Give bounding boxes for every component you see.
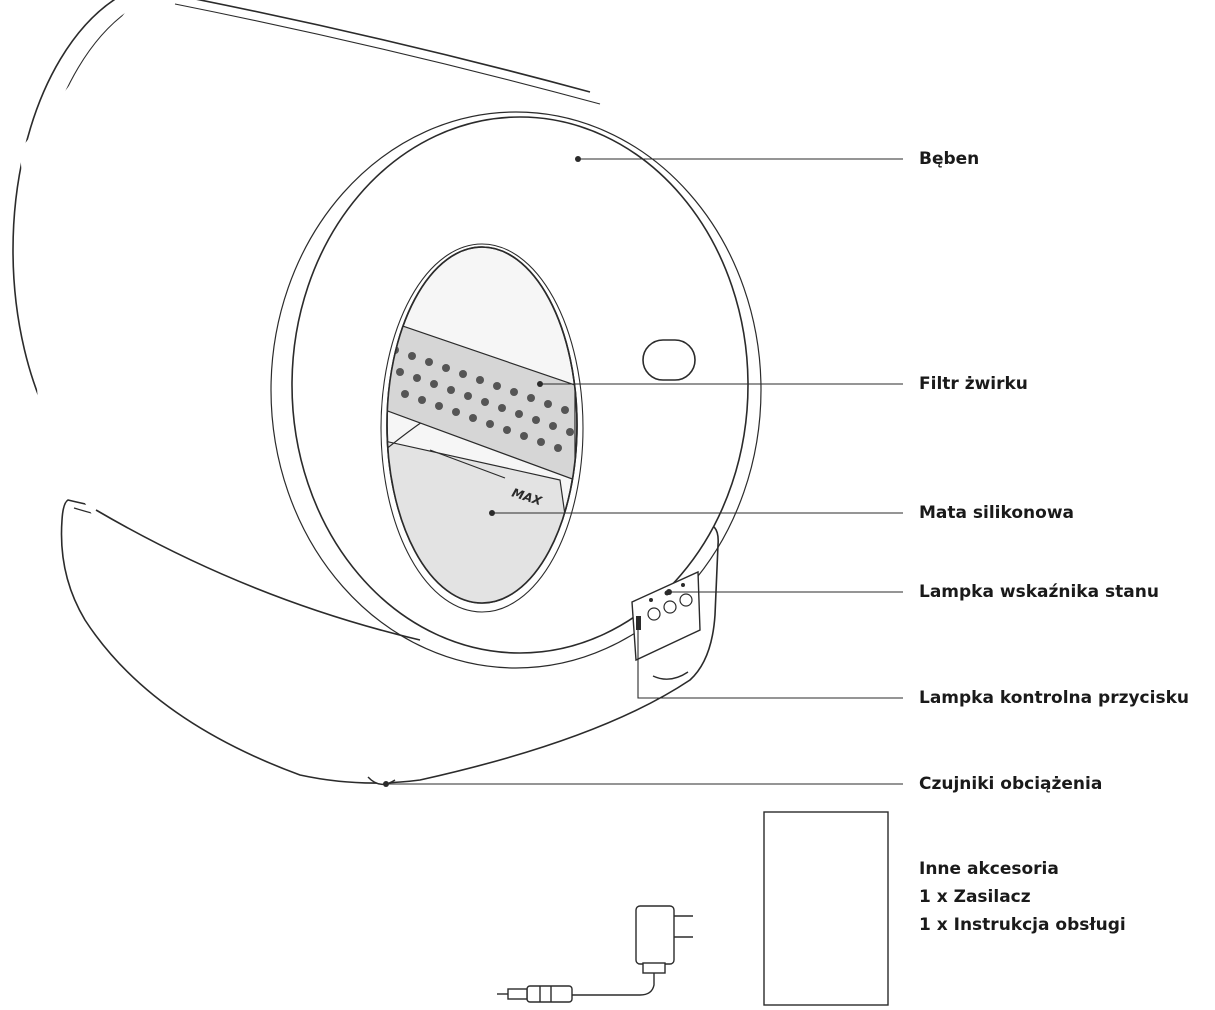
label-filter: Filtr żwirku <box>919 374 1028 394</box>
drum-opening: MAX <box>380 243 584 613</box>
accessories-title: Inne akcesoria <box>919 859 1059 879</box>
label-drum: Bęben <box>919 149 980 169</box>
label-silicone-mat: Mata silikonowa <box>919 503 1074 523</box>
accessory-item: 1 x Zasilacz <box>919 887 1031 907</box>
callout-dots <box>383 156 672 787</box>
power-adapter <box>497 905 693 1003</box>
callout-lines <box>386 158 903 785</box>
accessories-list: Inne akcesoria 1 x Zasilacz 1 x Instrukc… <box>919 855 1126 939</box>
accessory-item: 1 x Instrukcja obsługi <box>919 915 1126 935</box>
filter-teeth <box>391 346 574 452</box>
label-load-sensors: Czujniki obciążenia <box>919 774 1103 794</box>
control-panel <box>631 570 701 662</box>
drum-rim-lines <box>95 0 601 641</box>
label-status-light: Lampka wskaźnika stanu <box>919 582 1159 602</box>
handle-slot <box>642 339 696 381</box>
instruction-manual <box>763 811 889 1006</box>
label-button-light: Lampka kontrolna przycisku <box>919 688 1189 708</box>
